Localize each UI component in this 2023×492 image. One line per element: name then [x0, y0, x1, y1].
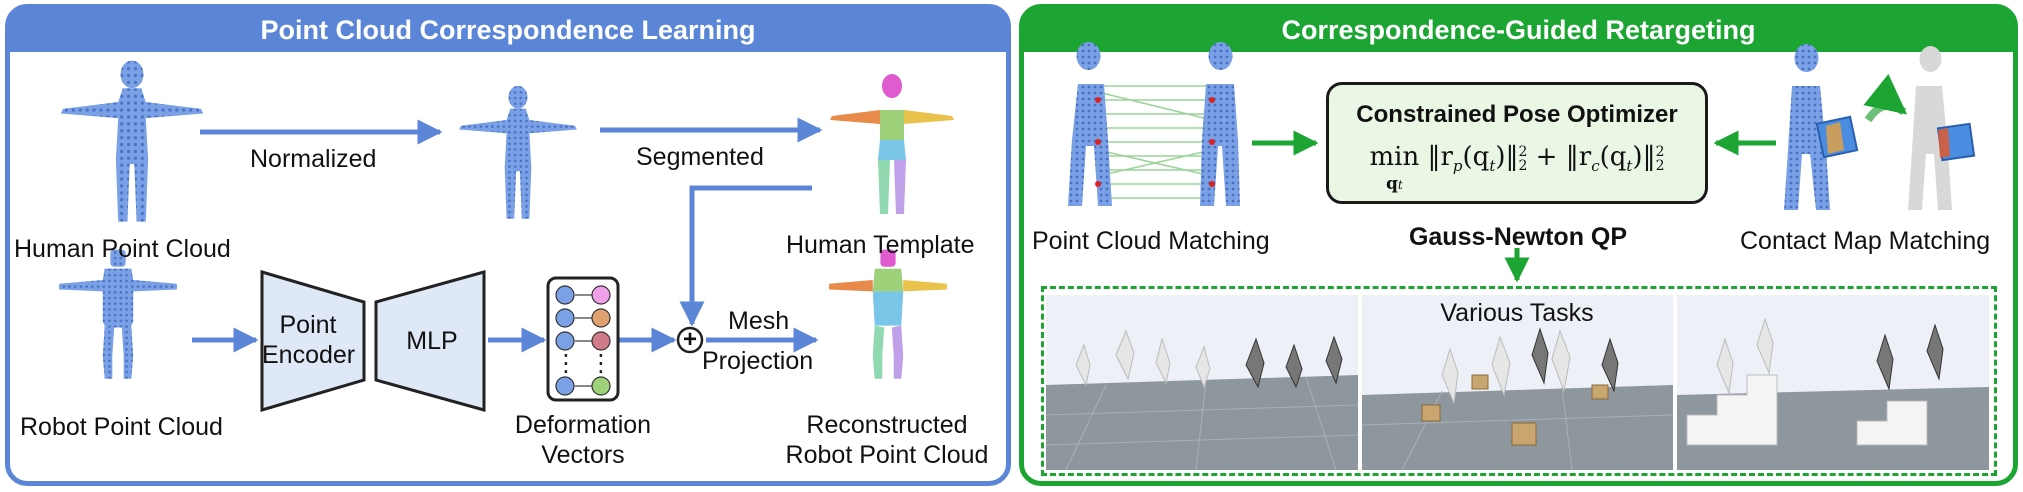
- arrow-template-to-projection: [679, 185, 812, 327]
- point-cloud-matching-figure: [1068, 42, 1240, 206]
- segmented-label: Segmented: [636, 143, 764, 171]
- deformation-vectors-label: Deformation Vectors: [514, 411, 652, 469]
- point-encoder-block: [260, 269, 366, 413]
- normalized-label: Normalized: [250, 145, 377, 173]
- plus-node: [676, 326, 704, 354]
- point-encoder-label: Point Encoder: [262, 311, 356, 369]
- deformation-ellipsis-left: ⋮: [554, 350, 578, 377]
- contact-map-matching-label: Contact Map Matching: [1740, 227, 1991, 255]
- task-scene-2: [1362, 295, 1673, 470]
- projection-label: Projection: [702, 347, 814, 375]
- constrained-pose-optimizer-box: Constrained Pose Optimizer min qt ‖rp(qt…: [1326, 82, 1708, 204]
- robot-point-cloud-label: Robot Point Cloud: [20, 413, 223, 441]
- human-point-cloud-figure: [60, 60, 204, 222]
- deformation-vector-rows: [555, 285, 611, 396]
- reconstructed-robot-figure: [829, 249, 947, 379]
- task-scene-1-render: [1046, 295, 1358, 470]
- deformation-ellipsis-right: ⋮: [589, 350, 613, 377]
- human-point-cloud-label: Human Point Cloud: [14, 235, 231, 263]
- robot-point-cloud-figure: [59, 249, 177, 379]
- plus-symbol: +: [682, 326, 697, 353]
- point-cloud-matching-label: Point Cloud Matching: [1032, 227, 1270, 255]
- various-tasks-frame: [1041, 286, 1997, 476]
- mesh-label: Mesh: [728, 307, 790, 335]
- human-template-figure: [830, 74, 954, 214]
- various-tasks-label: Various Tasks: [1440, 299, 1594, 327]
- task-scene-2-render: [1362, 295, 1673, 470]
- normalized-human-figure: [459, 85, 577, 219]
- human-template-label: Human Template: [786, 231, 975, 259]
- gauss-newton-qp-label: Gauss-Newton QP: [1408, 223, 1628, 251]
- reconstructed-robot-label: Reconstructed Robot Point Cloud: [785, 411, 989, 469]
- mlp-label: MLP: [406, 327, 458, 355]
- optimizer-title: Constrained Pose Optimizer: [1356, 101, 1678, 128]
- task-scene-3: [1677, 295, 1989, 470]
- contact-map-matching-figure: [1784, 44, 1976, 211]
- task-scene-3-render: [1677, 295, 1989, 470]
- task-scene-1: [1046, 295, 1358, 470]
- mlp-block: [374, 270, 486, 412]
